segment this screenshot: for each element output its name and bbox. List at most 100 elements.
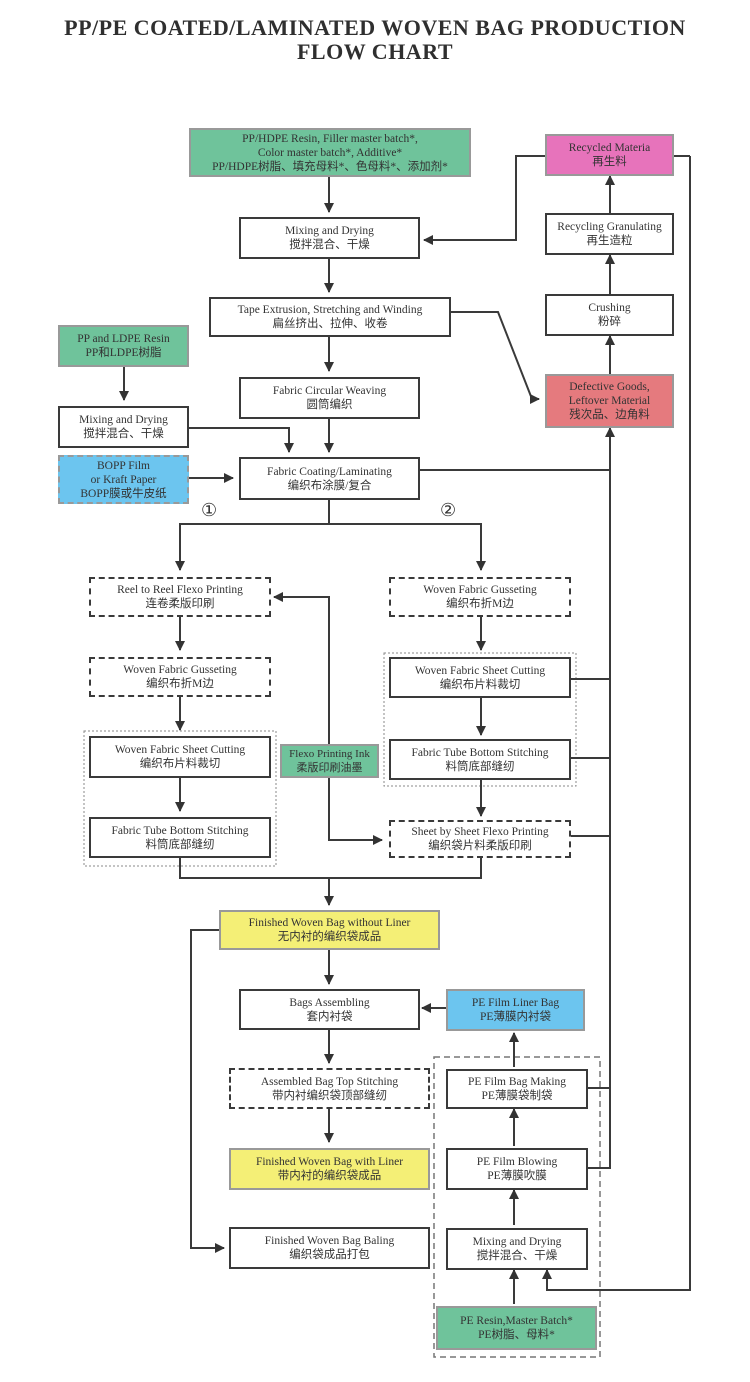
sheet-flexo-printing-box: Sheet by Sheet Flexo Printing 编织袋片料柔版印刷 [389,820,571,858]
raw-material-en2: Color master batch*, Additive* [257,146,403,159]
reel-flexo-printing-box: Reel to Reel Flexo Printing 连卷柔版印刷 [89,577,271,617]
bottom-stitching-left-en: Fabric Tube Bottom Stitching [111,824,249,837]
chart-title: PP/PE COATED/LAMINATED WOVEN BAG PRODUCT… [0,16,750,64]
pe-bag-making-box: PE Film Bag Making PE薄膜袋制袋 [446,1069,588,1109]
gusseting-left-en: Woven Fabric Gusseting [123,664,237,676]
crushing-zh: 粉碎 [598,316,621,328]
mixing-drying-3-zh: 搅拌混合、干燥 [476,1250,558,1262]
reel-flexo-en: Reel to Reel Flexo Printing [117,584,243,596]
gusseting-right-en: Woven Fabric Gusseting [423,584,537,596]
flexo-ink-en: Flexo Printing Ink [289,748,370,760]
sheet-flexo-zh: 编织袋片料柔版印刷 [428,840,532,852]
mixing-drying-en: Mixing and Drying [285,225,374,237]
pe-resin-en: PE Resin,Master Batch* [460,1315,573,1327]
pe-resin-box: PE Resin,Master Batch* PE树脂、母料* [436,1306,597,1350]
pe-liner-bag-zh: PE薄膜内衬袋 [480,1011,551,1023]
bags-assembling-en: Bags Assembling [289,996,370,1009]
recycling-granulating-en: Recycling Granulating [557,221,662,233]
bottom-stitching-right-zh: 料筒底部缝纫 [445,760,515,773]
bopp-film-en1: BOPP Film [97,459,150,472]
bags-assembling-zh: 套内衬袋 [306,1010,353,1023]
pe-liner-bag-box: PE Film Liner Bag PE薄膜内衬袋 [446,989,585,1031]
pe-liner-bag-en: PE Film Liner Bag [471,997,560,1009]
top-stitching-box: Assembled Bag Top Stitching 带内衬编织袋顶部缝纫 [229,1068,430,1109]
raw-material-box: PP/HDPE Resin, Filler master batch*, Col… [189,128,471,177]
circular-weaving-zh: 圆筒编织 [306,399,353,411]
sheet-cutting-right-box: Woven Fabric Sheet Cutting 编织布片料裁切 [389,657,571,698]
pp-ldpe-resin-zh: PP和LDPE树脂 [85,347,162,359]
baling-zh: 编织袋成品打包 [289,1249,370,1261]
sheet-flexo-en: Sheet by Sheet Flexo Printing [411,826,549,838]
mixing-drying-2-en: Mixing and Drying [79,414,168,426]
defective-goods-en1: Defective Goods, [569,381,650,393]
finished-without-liner-en: Finished Woven Bag without Liner [248,917,411,929]
gusseting-left-box: Woven Fabric Gusseting 编织布折M边 [89,657,271,697]
flexo-ink-zh: 柔版印刷油墨 [296,762,363,774]
top-stitching-en: Assembled Bag Top Stitching [260,1075,399,1088]
pe-bag-making-en: PE Film Bag Making [467,1076,567,1088]
pe-resin-zh: PE树脂、母料* [478,1329,555,1341]
flexo-ink-box: Flexo Printing Ink 柔版印刷油墨 [280,744,379,778]
bopp-film-zh: BOPP膜或牛皮纸 [80,487,167,500]
finished-with-liner-en: Finished Woven Bag with Liner [255,1156,404,1168]
finished-without-liner-zh: 无内衬的编织袋成品 [277,931,382,943]
finished-without-liner-box: Finished Woven Bag without Liner 无内衬的编织袋… [219,910,440,950]
gusseting-right-zh: 编织布折M边 [446,598,514,610]
pp-ldpe-resin-box: PP and LDPE Resin PP和LDPE树脂 [58,325,189,367]
tape-extrusion-box: Tape Extrusion, Stretching and Winding 扁… [209,297,451,337]
tape-extrusion-zh: 扁丝挤出、拉伸、收卷 [272,318,388,330]
gusseting-right-box: Woven Fabric Gusseting 编织布折M边 [389,577,571,617]
sheet-cutting-right-zh: 编织布片料裁切 [439,678,521,691]
coating-laminating-zh: 编织布涂膜/复合 [287,479,372,492]
chart-title-line2: FLOW CHART [296,39,453,64]
raw-material-en1: PP/HDPE Resin, Filler master batch*, [242,132,418,145]
pe-film-blowing-zh: PE薄膜吹膜 [487,1170,547,1182]
arrow-mixing2-to-coating [189,427,294,453]
bopp-film-box: BOPP Film or Kraft Paper BOPP膜或牛皮纸 [58,455,189,504]
gusseting-left-zh: 编织布折M边 [146,678,214,690]
pe-bag-making-zh: PE薄膜袋制袋 [481,1090,553,1102]
chart-title-line1: PP/PE COATED/LAMINATED WOVEN BAG PRODUCT… [64,15,686,40]
recycling-granulating-zh: 再生造粒 [586,235,633,247]
coating-laminating-en: Fabric Coating/Laminating [267,465,392,478]
crushing-en: Crushing [588,302,631,314]
bags-assembling-box: Bags Assembling 套内衬袋 [239,989,420,1030]
top-stitching-zh: 带内衬编织袋顶部缝纫 [272,1089,387,1102]
recycled-material-zh: 再生料 [592,156,627,168]
defective-goods-box: Defective Goods, Leftover Material 残次品、边… [545,374,674,428]
route-1-label: ① [201,500,218,521]
mixing-drying-3-box: Mixing and Drying 搅拌混合、干燥 [446,1228,588,1270]
finished-with-liner-zh: 带内衬的编织袋成品 [277,1170,382,1182]
coating-laminating-box: Fabric Coating/Laminating 编织布涂膜/复合 [239,457,420,500]
mixing-drying-box: Mixing and Drying 搅拌混合、干燥 [239,217,420,259]
baling-en: Finished Woven Bag Baling [264,1235,395,1247]
bopp-film-en2: or Kraft Paper [90,473,157,486]
sheet-cutting-left-en: Woven Fabric Sheet Cutting [114,744,246,756]
defective-goods-en2: Leftover Material [568,395,651,407]
sheet-cutting-left-zh: 编织布片料裁切 [139,758,221,770]
route-2-label: ② [440,500,457,521]
pe-film-blowing-en: PE Film Blowing [476,1156,558,1168]
recycling-granulating-box: Recycling Granulating 再生造粒 [545,213,674,255]
mixing-drying-zh: 搅拌混合、干燥 [289,239,370,251]
bottom-stitching-left-box: Fabric Tube Bottom Stitching 料筒底部缝纫 [89,817,271,858]
recycled-material-box: Recycled Materia 再生料 [545,134,674,176]
finished-with-liner-box: Finished Woven Bag with Liner 带内衬的编织袋成品 [229,1148,430,1190]
crushing-box: Crushing 粉碎 [545,294,674,336]
circular-weaving-en: Fabric Circular Weaving [272,385,387,397]
bottom-stitching-right-box: Fabric Tube Bottom Stitching 料筒底部缝纫 [389,739,571,780]
circular-weaving-box: Fabric Circular Weaving 圆筒编织 [239,377,420,419]
bottom-stitching-left-zh: 料筒底部缝纫 [145,838,215,851]
pe-film-blowing-box: PE Film Blowing PE薄膜吹膜 [446,1148,588,1190]
sheet-cutting-right-en: Woven Fabric Sheet Cutting [414,664,546,677]
defective-goods-zh: 残次品、边角料 [569,409,650,421]
recycled-material-en: Recycled Materia [568,142,651,154]
bottom-stitching-right-en: Fabric Tube Bottom Stitching [411,746,549,759]
mixing-drying-2-zh: 搅拌混合、干燥 [83,428,164,440]
raw-material-zh: PP/HDPE树脂、填充母料*、色母料*、添加剂* [212,160,448,173]
mixing-drying-3-en: Mixing and Drying [472,1236,562,1248]
reel-flexo-zh: 连卷柔版印刷 [145,598,215,610]
sheet-cutting-left-box: Woven Fabric Sheet Cutting 编织布片料裁切 [89,736,271,778]
mixing-drying-2-box: Mixing and Drying 搅拌混合、干燥 [58,406,189,448]
